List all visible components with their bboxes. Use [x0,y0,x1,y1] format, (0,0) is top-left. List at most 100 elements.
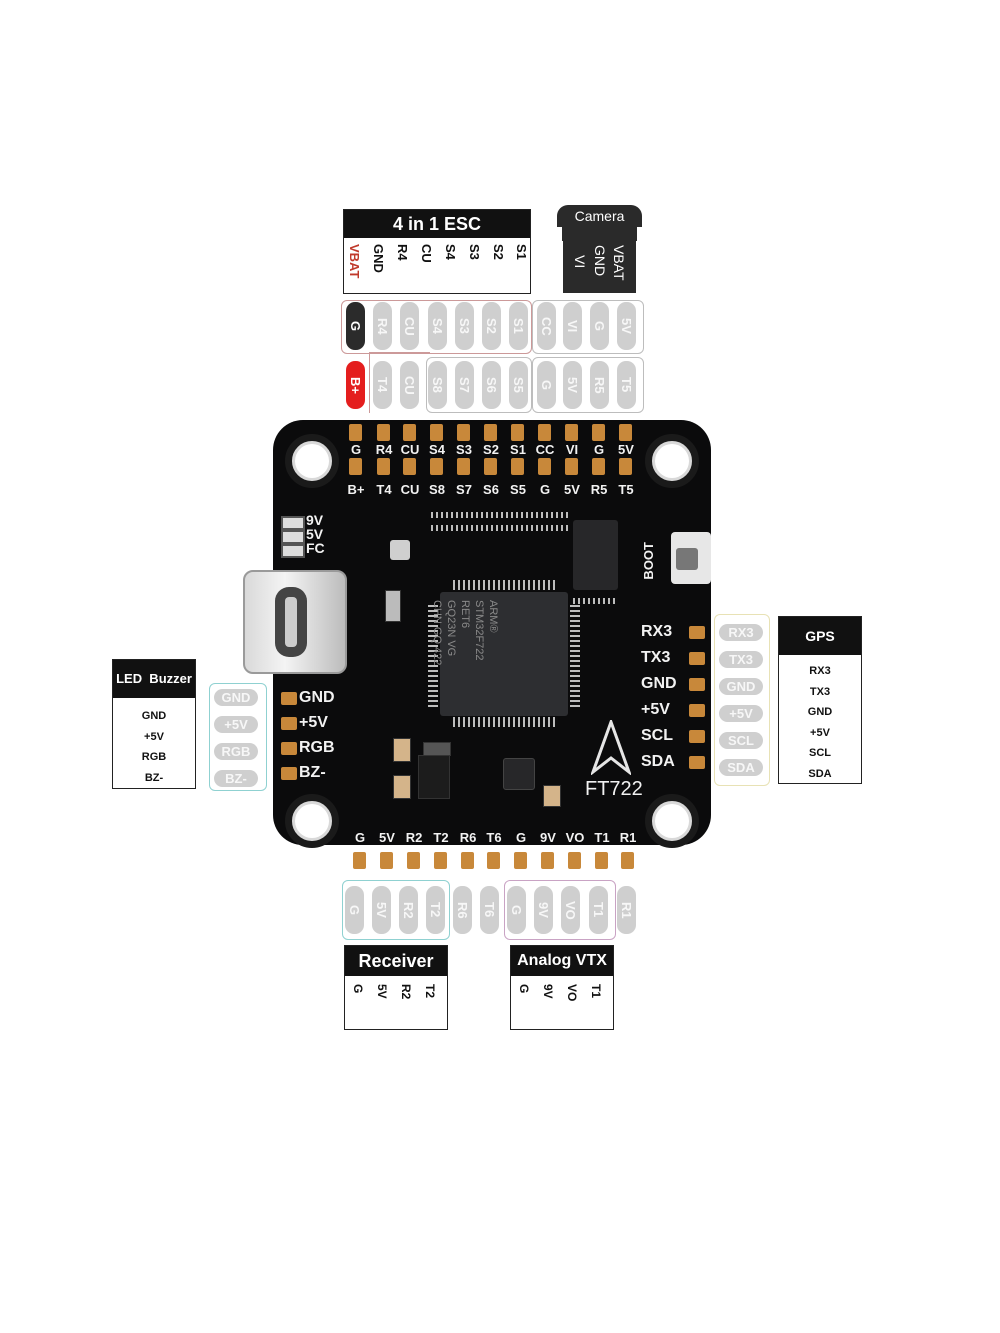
top-pill-cc: CC [537,302,556,350]
camera-pin-group-row1 [532,300,644,354]
top-pad [484,424,497,441]
top-pill-t5: T5 [617,361,636,409]
model-label: FT722 [585,778,643,800]
right-silk-sda: SDA [641,753,675,770]
right-silk-gnd: GND [641,675,677,692]
top-pill-label: B+ [348,376,363,394]
left-silk-5v: +5V [299,714,328,731]
right-pad [689,730,705,743]
top-pad [403,424,416,441]
bottom-pill-r6: R6 [453,886,472,934]
esc-pin-s4: S4 [443,244,458,260]
mcu-marking-line: RET6 [459,600,471,629]
top-pill-r5: R5 [590,361,609,409]
usb-c-port[interactable] [243,570,347,674]
led-buzzer-title: LED Buzzer [113,660,195,698]
top-silk-5v: 5V [618,442,634,457]
top-pill-5v: 5V [563,361,582,409]
led-pill-5v: +5V [214,716,258,733]
boot-button[interactable] [671,532,711,584]
mcu-pins-left [428,605,438,707]
bottom-pill-vo: VO [561,886,580,934]
top-pad [511,458,524,475]
vtx-pin-9v: 9V [541,984,555,999]
top-pill-t4: T4 [373,361,392,409]
top-pill-label: S1 [511,318,526,334]
bottom-pill-label: G [509,904,524,916]
esc-pin-r4: R4 [395,244,410,261]
top-pill-label: T4 [375,377,390,393]
top-pad [484,458,497,475]
vtx-pin-g: G [517,984,531,994]
top-pill-b: B+ [346,361,365,409]
top-pill-g: G [346,302,365,350]
receiver-pin-r2: R2 [399,984,413,1000]
top-pill-s2: S2 [482,302,501,350]
top-pad [565,458,578,475]
top-silk-s4: S4 [429,442,445,457]
top-silk-cu: CU [400,482,420,497]
bottom-silk-g: G [515,830,527,845]
top-pill-label: S4 [430,318,445,334]
bottom-pad [621,852,634,869]
gps-pill-tx3: TX3 [719,651,763,668]
left-silk-gnd: GND [299,689,335,706]
bottom-silk-t2: T2 [433,830,449,845]
left-pad [281,692,297,705]
led-label-5v: 5V [306,526,324,542]
bottom-pad [541,852,554,869]
top-silk-r4: R4 [375,442,393,457]
top-pill-label: G [539,379,554,391]
top-silk-cu: CU [400,442,420,457]
bottom-pill-label: R2 [401,901,416,919]
top-pill-s5: S5 [509,361,528,409]
esc-label-box: 4 in 1 ESC VBAT GND R4 CU S4 S3 S2 S1 [343,209,531,294]
top-silk-g: G [593,442,605,457]
receiver-pin-5v: 5V [375,984,389,999]
top-pill-r4: R4 [373,302,392,350]
top-pill-label: CU [402,316,417,336]
gps-pin-gnd: GND [807,706,833,718]
mcu-marking-line: ARM® [487,600,499,633]
inductor [423,742,451,756]
top-pill-g: G [590,302,609,350]
top-pill-s1: S1 [509,302,528,350]
smd-row-top2 [431,525,571,531]
gps-pin-scl: SCL [809,747,831,759]
osd-chip [573,520,618,590]
top-pill-s7: S7 [455,361,474,409]
top-pill-label: S2 [484,318,499,334]
bottom-pill-label: 9V [536,902,551,918]
top-silk-cc: CC [535,442,555,457]
top-pill-5v: 5V [617,302,636,350]
esc-pin-gnd: GND [371,244,386,273]
top-silk-r5: R5 [590,482,608,497]
top-pad [430,458,443,475]
bottom-pill-t2: T2 [426,886,445,934]
bottom-silk-r6: R6 [459,830,477,845]
top-pad [349,458,362,475]
vtx-pin-t1: T1 [589,984,603,999]
smd-row-top [431,512,571,518]
osd-chip-pins [573,598,618,604]
led-pin-gnd: GND [141,710,167,722]
bottom-pill-5v: 5V [372,886,391,934]
led-pin-rgb: RGB [141,751,167,763]
top-silk-s8: S8 [429,482,445,497]
bottom-pill-label: T6 [482,902,497,918]
right-silk-rx3: RX3 [641,623,673,640]
capacitor-1 [393,738,411,762]
top-pill-label: 5V [619,318,634,334]
top-silk-s5: S5 [510,482,526,497]
bottom-silk-t1: T1 [594,830,610,845]
top-pad [349,424,362,441]
regulator [418,755,450,799]
top-pill-label: R4 [375,317,390,335]
gps-pill-gnd: GND [719,678,763,695]
top-silk-s3: S3 [456,442,472,457]
top-pill-label: T5 [619,377,634,393]
esc-pin-group-row1 [341,300,532,354]
